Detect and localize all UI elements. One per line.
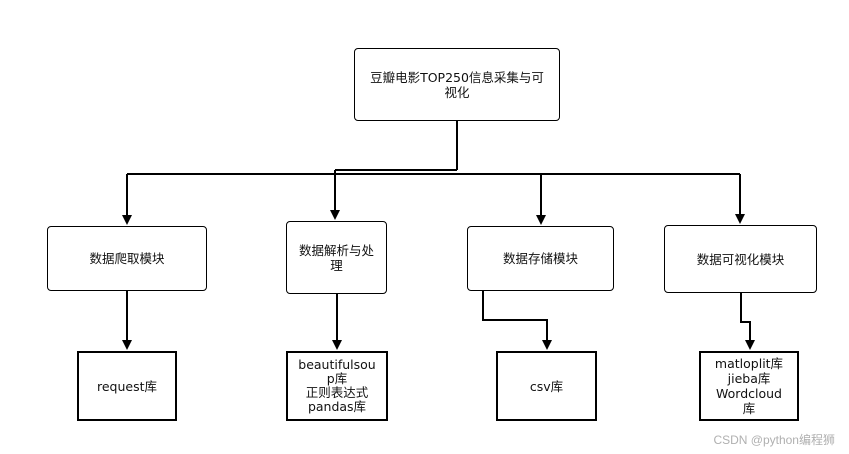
library-node-request: request库 — [77, 351, 177, 421]
edge-module-3-library-3 — [482, 291, 552, 350]
module-node-crawl: 数据爬取模块 — [47, 226, 207, 291]
library-node-label: request库 — [96, 378, 158, 394]
trunk-line — [335, 121, 458, 171]
module-node-parse: 数据解析与处 理 — [286, 221, 387, 294]
library-node-visualization-libs: matloplit库 jieba库 Wordcloud 库 — [699, 351, 799, 421]
library-node-parse-libs: beautifulsou p库 正则表达式 pandas库 — [286, 351, 388, 421]
module-node-label: 数据爬取模块 — [89, 251, 165, 266]
root-node: 豆瓣电影TOP250信息采集与可 视化 — [354, 48, 560, 121]
library-node-label: csv库 — [529, 378, 564, 394]
edge-module-4-library-4 — [740, 293, 755, 350]
module-node-label: 数据可视化模块 — [696, 251, 785, 267]
library-node-label: beautifulsou p库 正则表达式 pandas库 — [298, 357, 376, 414]
root-node-label: 豆瓣电影TOP250信息采集与可 视化 — [370, 69, 544, 100]
module-node-storage: 数据存储模块 — [467, 226, 614, 291]
module-node-label: 数据存储模块 — [502, 251, 578, 266]
library-node-label: matloplit库 jieba库 Wordcloud 库 — [714, 356, 784, 416]
module-node-visualization: 数据可视化模块 — [664, 225, 817, 293]
watermark-text: CSDN @python编程狮 — [713, 433, 835, 447]
module-node-label: 数据解析与处 理 — [298, 242, 374, 273]
library-node-csv: csv库 — [496, 351, 597, 421]
